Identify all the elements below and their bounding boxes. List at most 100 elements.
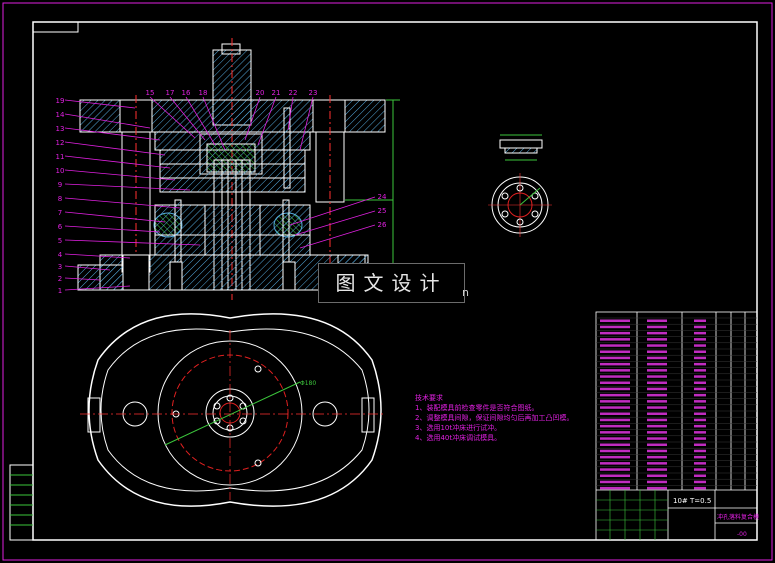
balloon-23: 23 [309, 89, 318, 97]
balloon-3: 3 [58, 263, 62, 271]
parts-list-cell-mark [600, 369, 630, 372]
parts-list-cell-mark [647, 362, 667, 366]
balloon-8: 8 [58, 195, 62, 203]
parts-list-cell-mark [600, 356, 630, 360]
drawing-title: 冲孔落料复合模 [717, 514, 760, 521]
balloon-16: 16 [182, 89, 191, 97]
balloon-19: 19 [56, 97, 65, 105]
parts-list-cell-mark [647, 418, 667, 422]
parts-list-cell-mark [600, 393, 630, 397]
parts-list-cell-mark [600, 381, 630, 384]
watermark-suffix: n [462, 286, 469, 299]
parts-list-cell-mark [600, 474, 630, 477]
balloon-11: 11 [56, 153, 65, 161]
parts-list-cell-mark [600, 400, 630, 403]
balloon-13: 13 [56, 125, 65, 133]
balloon-5: 5 [58, 237, 62, 245]
balloon-25: 25 [378, 207, 387, 215]
parts-list-cell-mark [694, 350, 706, 353]
tech-item: 2、调整模具间隙，保证间隙均匀后再加工凸凹模。 [415, 414, 574, 422]
balloon-1: 1 [58, 287, 62, 295]
parts-list-cell-mark [600, 455, 630, 459]
parts-list-cell-mark [647, 331, 667, 335]
parts-list-cell-mark [647, 369, 667, 372]
parts-list-cell-mark [694, 369, 706, 372]
parts-list-cell-mark [694, 356, 706, 360]
balloon-17: 17 [166, 89, 175, 97]
title-block-grid [596, 490, 668, 540]
parts-list-cell-mark [694, 443, 706, 446]
balloon-2: 2 [58, 275, 62, 283]
parts-list-cell-mark [600, 480, 630, 484]
parts-list-cell-mark [600, 406, 630, 409]
parts-list-cell-mark [694, 455, 706, 459]
balloon-labels: 19 14 13 12 11 10 9 8 7 6 5 4 3 2 1 15 1… [56, 89, 387, 295]
tech-item: 1、装配模具前检查零件是否符合图纸。 [415, 404, 539, 412]
parts-list-cell-mark [694, 387, 706, 391]
balloon-26: 26 [378, 221, 387, 229]
tech-item: 3、选用10t冲床进行试冲。 [415, 424, 502, 432]
balloon-10: 10 [56, 167, 65, 175]
part-callouts [64, 96, 376, 291]
parts-list-cell-mark [600, 319, 630, 322]
parts-list-table [595, 311, 758, 541]
parts-list-cell-mark [647, 486, 667, 490]
parts-list-cell-mark [600, 362, 630, 366]
parts-list-cell-mark [600, 424, 630, 428]
parts-list-cell-mark [694, 431, 706, 434]
parts-list-cell-mark [647, 325, 667, 329]
parts-list-cell-mark [694, 424, 706, 428]
parts-list-cell-mark [600, 449, 630, 453]
parts-list-cell-mark [600, 443, 630, 446]
parts-list-cell-mark [694, 344, 706, 347]
parts-list-cell-mark [600, 412, 630, 415]
parts-list-cell-mark [600, 331, 630, 335]
parts-list-cell-mark [600, 468, 630, 471]
parts-list-cell-mark [600, 338, 630, 341]
parts-list-cell-mark [694, 319, 706, 322]
parts-list-cell-mark [694, 331, 706, 335]
parts-list-cell-mark [647, 338, 667, 341]
plan-view: Φ180 [80, 313, 385, 507]
balloon-20: 20 [256, 89, 265, 97]
parts-list-cell-mark [694, 406, 706, 409]
parts-list-cell-mark [600, 344, 630, 347]
parts-list-cell-mark [694, 462, 706, 465]
balloon-21: 21 [272, 89, 281, 97]
parts-list-cell-mark [694, 400, 706, 403]
parts-list-cell-mark [647, 375, 667, 378]
parts-list-cell-mark [647, 356, 667, 360]
parts-list-cell-mark [694, 486, 706, 490]
balloon-12: 12 [56, 139, 65, 147]
parts-list-cell-mark [647, 431, 667, 434]
balloon-4: 4 [58, 251, 63, 259]
parts-list-cell-mark [600, 486, 630, 490]
parts-list-cell-mark [694, 325, 706, 329]
parts-list-cell-mark [647, 344, 667, 347]
parts-list-cell-mark [694, 449, 706, 453]
parts-list-cell-mark [647, 350, 667, 353]
parts-list-cell-mark [647, 455, 667, 459]
section-view [77, 38, 400, 300]
balloon-14: 14 [56, 111, 65, 119]
parts-list-cell-mark [647, 437, 667, 440]
parts-list-cell-mark [647, 406, 667, 409]
drawing-code: -00 [737, 531, 747, 538]
parts-list-cell-mark [694, 393, 706, 397]
parts-list-cell-mark [647, 393, 667, 397]
diameter-label: Φ180 [300, 380, 316, 387]
balloon-9: 9 [58, 181, 62, 189]
parts-list-cell-mark [647, 424, 667, 428]
technical-requirements: 技术要求 1、装配模具前检查零件是否符合图纸。 2、调整模具间隙，保证间隙均匀后… [415, 393, 573, 443]
parts-list-cell-mark [647, 468, 667, 471]
parts-list-cell-mark [694, 362, 706, 366]
parts-list-cell-mark [694, 375, 706, 378]
balloon-24: 24 [378, 193, 387, 201]
balloon-15: 15 [146, 89, 155, 97]
balloon-6: 6 [58, 223, 63, 231]
parts-list-cell-mark [694, 480, 706, 484]
watermark-label: 图文设计 [318, 263, 465, 303]
parts-list-cell-mark [647, 449, 667, 453]
parts-list-cell-mark [694, 437, 706, 440]
